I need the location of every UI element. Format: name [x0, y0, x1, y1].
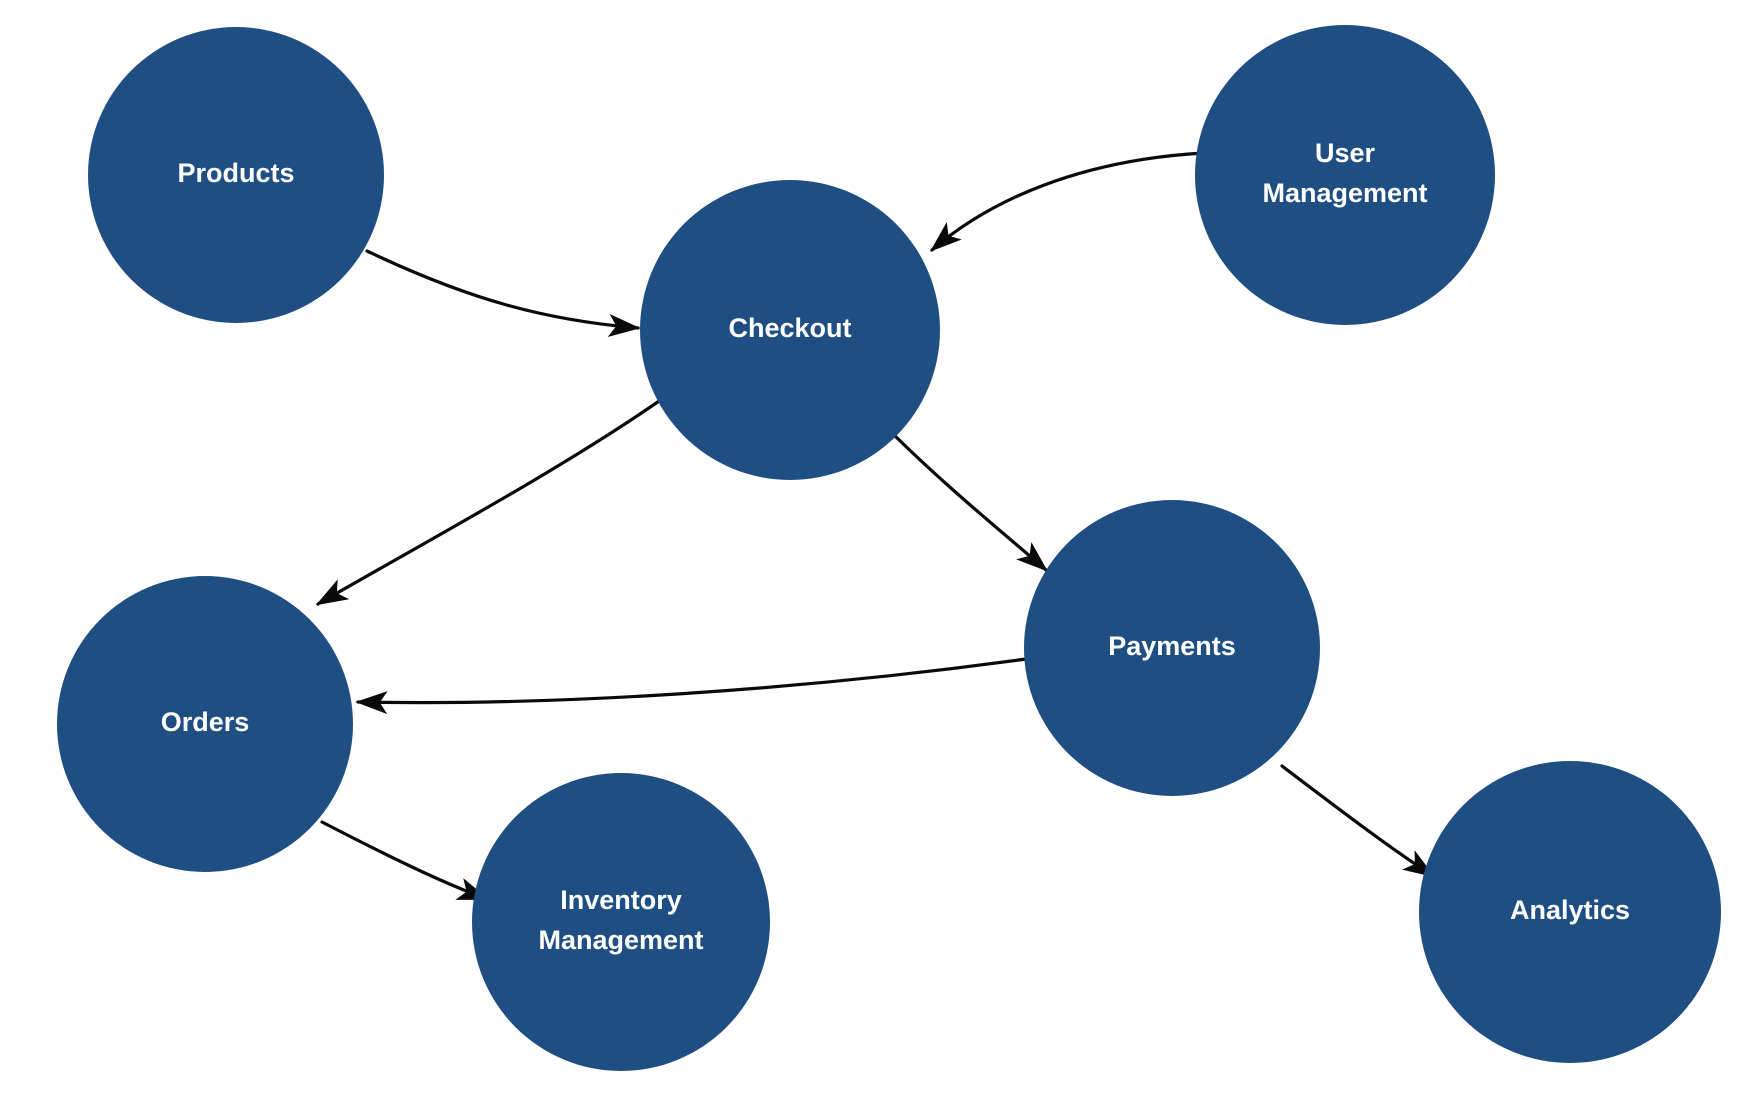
edge-payments-to-orders[interactable] [355, 657, 1028, 715]
node-circle-analytics[interactable] [1419, 761, 1721, 1063]
edge-hit-area[interactable] [322, 822, 487, 899]
node-circle-orders[interactable] [57, 576, 353, 872]
edge-payments-to-analytics[interactable] [1280, 764, 1436, 878]
node-circle-inventory-management[interactable] [472, 773, 770, 1071]
edge-checkout-to-payments[interactable] [891, 432, 1048, 572]
edge-line [320, 820, 490, 901]
node-orders[interactable]: Orders [57, 576, 353, 872]
edge-hit-area[interactable] [1282, 766, 1433, 876]
edge-line [315, 397, 664, 606]
node-circle-payments[interactable] [1024, 500, 1320, 796]
edge-hit-area[interactable] [893, 434, 1046, 570]
node-analytics[interactable]: Analytics [1419, 761, 1721, 1063]
edge-hit-area[interactable] [318, 399, 662, 604]
edges-layer [315, 151, 1436, 901]
edge-user-management-to-checkout[interactable] [930, 151, 1206, 252]
edge-orders-to-inventory-management[interactable] [320, 820, 490, 901]
node-products[interactable]: Products [88, 27, 384, 323]
node-payments[interactable]: Payments [1024, 500, 1320, 796]
node-circle-checkout[interactable] [640, 180, 940, 480]
edge-products-to-checkout[interactable] [365, 249, 641, 337]
node-circle-user-management[interactable] [1195, 25, 1495, 325]
node-circle-products[interactable] [88, 27, 384, 323]
edge-line [930, 151, 1206, 252]
edge-hit-area[interactable] [358, 659, 1026, 703]
edge-hit-area[interactable] [367, 251, 638, 328]
edge-line [1280, 764, 1436, 878]
edge-line [355, 657, 1028, 715]
edge-line [891, 432, 1048, 572]
edge-hit-area[interactable] [932, 153, 1204, 250]
edge-checkout-to-orders[interactable] [315, 397, 664, 606]
node-checkout[interactable]: Checkout [640, 180, 940, 480]
edge-line [365, 249, 641, 337]
